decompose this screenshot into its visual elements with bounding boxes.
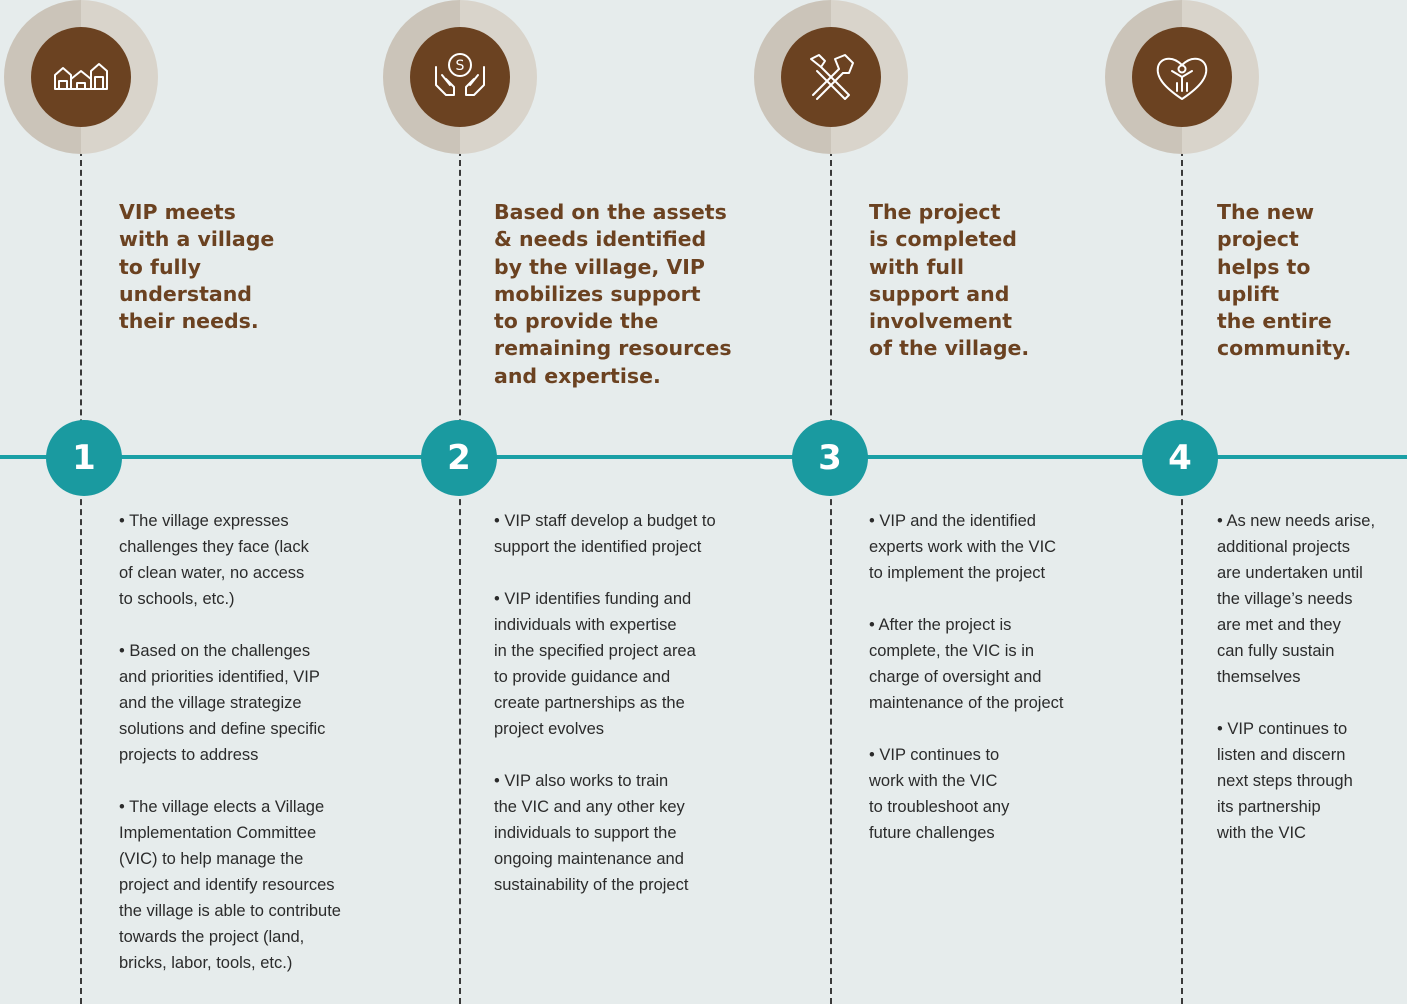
step-4-bullet: • VIP continues to listen and discern ne… <box>1217 720 1353 842</box>
step-3-heading: The project is completed with full suppo… <box>869 200 1030 361</box>
step-3-bullet: • VIP and the identified experts work wi… <box>869 512 1057 582</box>
step-1-bullet: • Based on the challenges and priorities… <box>119 642 326 764</box>
step-1-heading: VIP meets with a village to fully unders… <box>119 200 275 334</box>
step-4-bullet: • As new needs arise, additional project… <box>1217 512 1376 686</box>
step-1-bullet: • The village expresses challenges they … <box>119 512 309 608</box>
step-2-icon-badge: S <box>383 0 537 154</box>
step-4-number: 4 <box>1142 420 1218 496</box>
step-2-bullet: • VIP identifies funding and individuals… <box>494 590 696 738</box>
svg-text:S: S <box>456 58 465 74</box>
step-2-connector <box>459 140 461 1004</box>
hands-coin-icon: S <box>435 53 485 96</box>
step-2-bullets: • VIP staff develop a budget to support … <box>494 508 784 924</box>
houses-icon <box>54 63 108 90</box>
step-4-connector <box>1181 140 1183 1004</box>
step-1-connector <box>80 140 82 1004</box>
step-3-bullet: • VIP continues to work with the VIC to … <box>869 746 1010 842</box>
step-1-number: 1 <box>46 420 122 496</box>
timeline-line <box>0 455 1407 459</box>
heart-person-icon <box>1156 57 1208 100</box>
step-2-heading: Based on the assets & needs identified b… <box>494 200 732 388</box>
step-2-bullet: • VIP staff develop a budget to support … <box>494 512 716 556</box>
step-2-number: 2 <box>421 420 497 496</box>
step-3-icon-badge <box>754 0 908 154</box>
step-1-bullets: • The village expresses challenges they … <box>119 508 404 1002</box>
step-1-bullet: • The village elects a Village Implement… <box>119 798 341 972</box>
step-3-bullet: • After the project is complete, the VIC… <box>869 616 1064 712</box>
step-4-heading: The new project helps to uplift the enti… <box>1217 200 1352 361</box>
tools-icon <box>810 54 854 100</box>
step-4-bullets: • As new needs arise, additional project… <box>1217 508 1405 872</box>
step-1-icon-badge <box>4 0 158 154</box>
step-3-connector <box>830 140 832 1004</box>
step-4-icon-badge <box>1105 0 1259 154</box>
step-3-number: 3 <box>792 420 868 496</box>
step-2-bullet: • VIP also works to train the VIC and an… <box>494 772 689 894</box>
step-3-bullets: • VIP and the identified experts work wi… <box>869 508 1139 872</box>
